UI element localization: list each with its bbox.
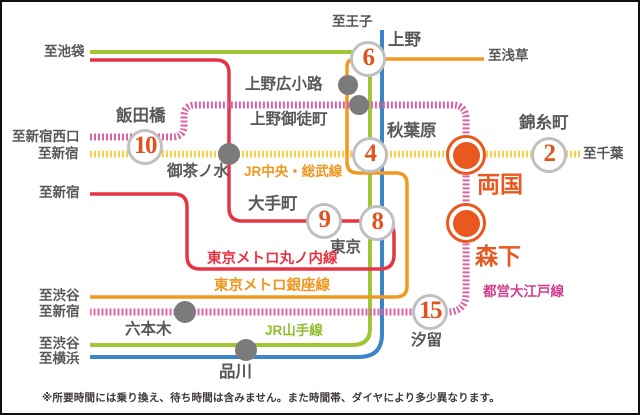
line-label-ginza: 東京メトロ銀座線	[214, 278, 330, 294]
travel-time-kinshicho: 2	[543, 140, 557, 167]
footnote-text: ※所要時間には乗り換え、待ち時間は含みません。また時間帯、ダイヤにより多少異なり…	[42, 392, 500, 404]
morishita-core-dot	[452, 209, 480, 237]
station-dot-shinagawa	[235, 339, 257, 361]
terminal-ikebukuro: 至池袋	[44, 44, 85, 59]
time-circle-otemachi: 9	[306, 203, 342, 239]
jr-keihin-tohoku-line	[90, 30, 384, 359]
metro-marunouchi-line	[90, 58, 396, 271]
station-dot-ueno-okachimachi	[349, 95, 369, 115]
terminal-oji: 至王子	[332, 14, 373, 29]
station-label-shiodome: 汐留	[411, 332, 443, 349]
terminal-shinjuku-oedo: 至新宿	[39, 304, 80, 319]
station-label-ueno: 上野	[388, 31, 421, 49]
station-label-kinshicho: 錦糸町	[519, 114, 569, 132]
station-label-iidabashi: 飯田橋	[116, 107, 166, 125]
time-circle-akihabara: 4	[352, 137, 388, 173]
time-circle-shiodome: 15	[412, 294, 448, 330]
line-label-oedo: 都営大江戸線	[483, 284, 564, 299]
station-label-roppongi: 六本木	[125, 321, 172, 338]
travel-time-tokyo: 8	[371, 208, 385, 235]
terminal-shibuya-yamanote: 至渋谷	[39, 336, 80, 351]
station-label-ryogoku: 両国	[477, 171, 523, 197]
time-circle-iidabashi: 10	[127, 129, 163, 165]
terminal-shibuya-ginza: 至渋谷	[39, 288, 80, 303]
toei-oedo-line	[90, 101, 470, 316]
station-label-ochanomizu: 御茶ノ水	[167, 163, 230, 180]
travel-time-ueno: 6	[362, 44, 376, 71]
line-label-marunouchi: 東京メトロ丸ノ内線	[207, 251, 338, 267]
station-label-shinagawa: 品川	[219, 363, 252, 381]
station-dot-ueno-hirokoji	[338, 75, 358, 95]
station-dot-roppongi	[174, 301, 196, 323]
station-label-tokyo: 東京	[330, 239, 362, 256]
highlight-circle-ryogoku	[446, 135, 486, 175]
station-label-ueno-okachimachi: 上野御徒町	[250, 111, 328, 128]
travel-time-akihabara: 4	[364, 140, 378, 167]
travel-time-iidabashi: 10	[134, 132, 158, 159]
ryogoku-core-dot	[452, 141, 480, 169]
station-label-ueno-hirokoji: 上野広小路	[245, 76, 323, 93]
station-label-morishita: 森下	[475, 243, 521, 269]
station-label-otemachi: 大手町	[248, 195, 298, 213]
terminal-shinjuku-west: 至新宿西口	[12, 129, 80, 144]
time-circle-tokyo: 8	[359, 205, 395, 241]
line-label-yamanote: JR山手線	[265, 323, 323, 338]
metro-ginza-line	[90, 57, 484, 299]
terminal-shinjuku-marunouchi: 至新宿	[39, 185, 80, 200]
time-circle-ueno: 6	[350, 41, 386, 77]
terminal-shinjuku-chuo-sobu: 至新宿	[38, 146, 79, 161]
station-label-akihabara: 秋葉原	[387, 122, 437, 140]
terminal-asakusa: 至浅草	[488, 48, 529, 63]
terminal-chiba: 至千葉	[583, 146, 624, 161]
travel-time-otemachi: 9	[318, 206, 332, 233]
time-circle-kinshicho: 2	[531, 137, 567, 173]
line-label-chuo-sobu: JR中央・総武線	[244, 164, 343, 179]
highlight-circle-morishita	[446, 203, 486, 243]
terminal-yokohama: 至横浜	[39, 351, 80, 366]
station-dot-ochanomizu	[218, 143, 240, 165]
travel-time-shiodome: 15	[419, 297, 443, 324]
